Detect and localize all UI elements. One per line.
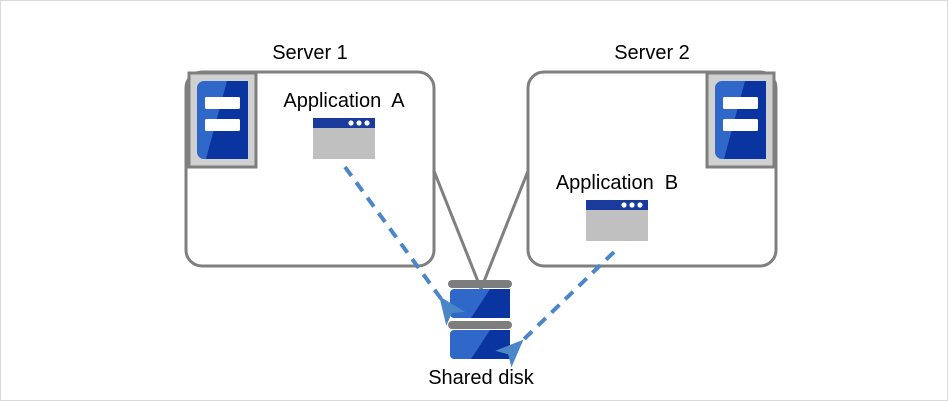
application-b-label: Application B [555, 172, 679, 194]
server1-icon [187, 71, 258, 169]
application-a-label: Application A [283, 90, 405, 112]
shared-disk-label: Shared disk [428, 367, 534, 389]
application-a-window-icon [313, 118, 375, 159]
application-b-window-icon [586, 200, 648, 241]
server2-title: Server 2 [614, 42, 690, 64]
server1-to-disk-link [432, 170, 483, 290]
server1-title: Server 1 [272, 42, 348, 64]
application-a-access-arrow [343, 165, 466, 326]
server2-icon [705, 71, 776, 169]
shared-disk-icon [448, 280, 512, 359]
server2-to-disk-link [479, 170, 530, 290]
application-b-access-arrow [495, 250, 616, 368]
